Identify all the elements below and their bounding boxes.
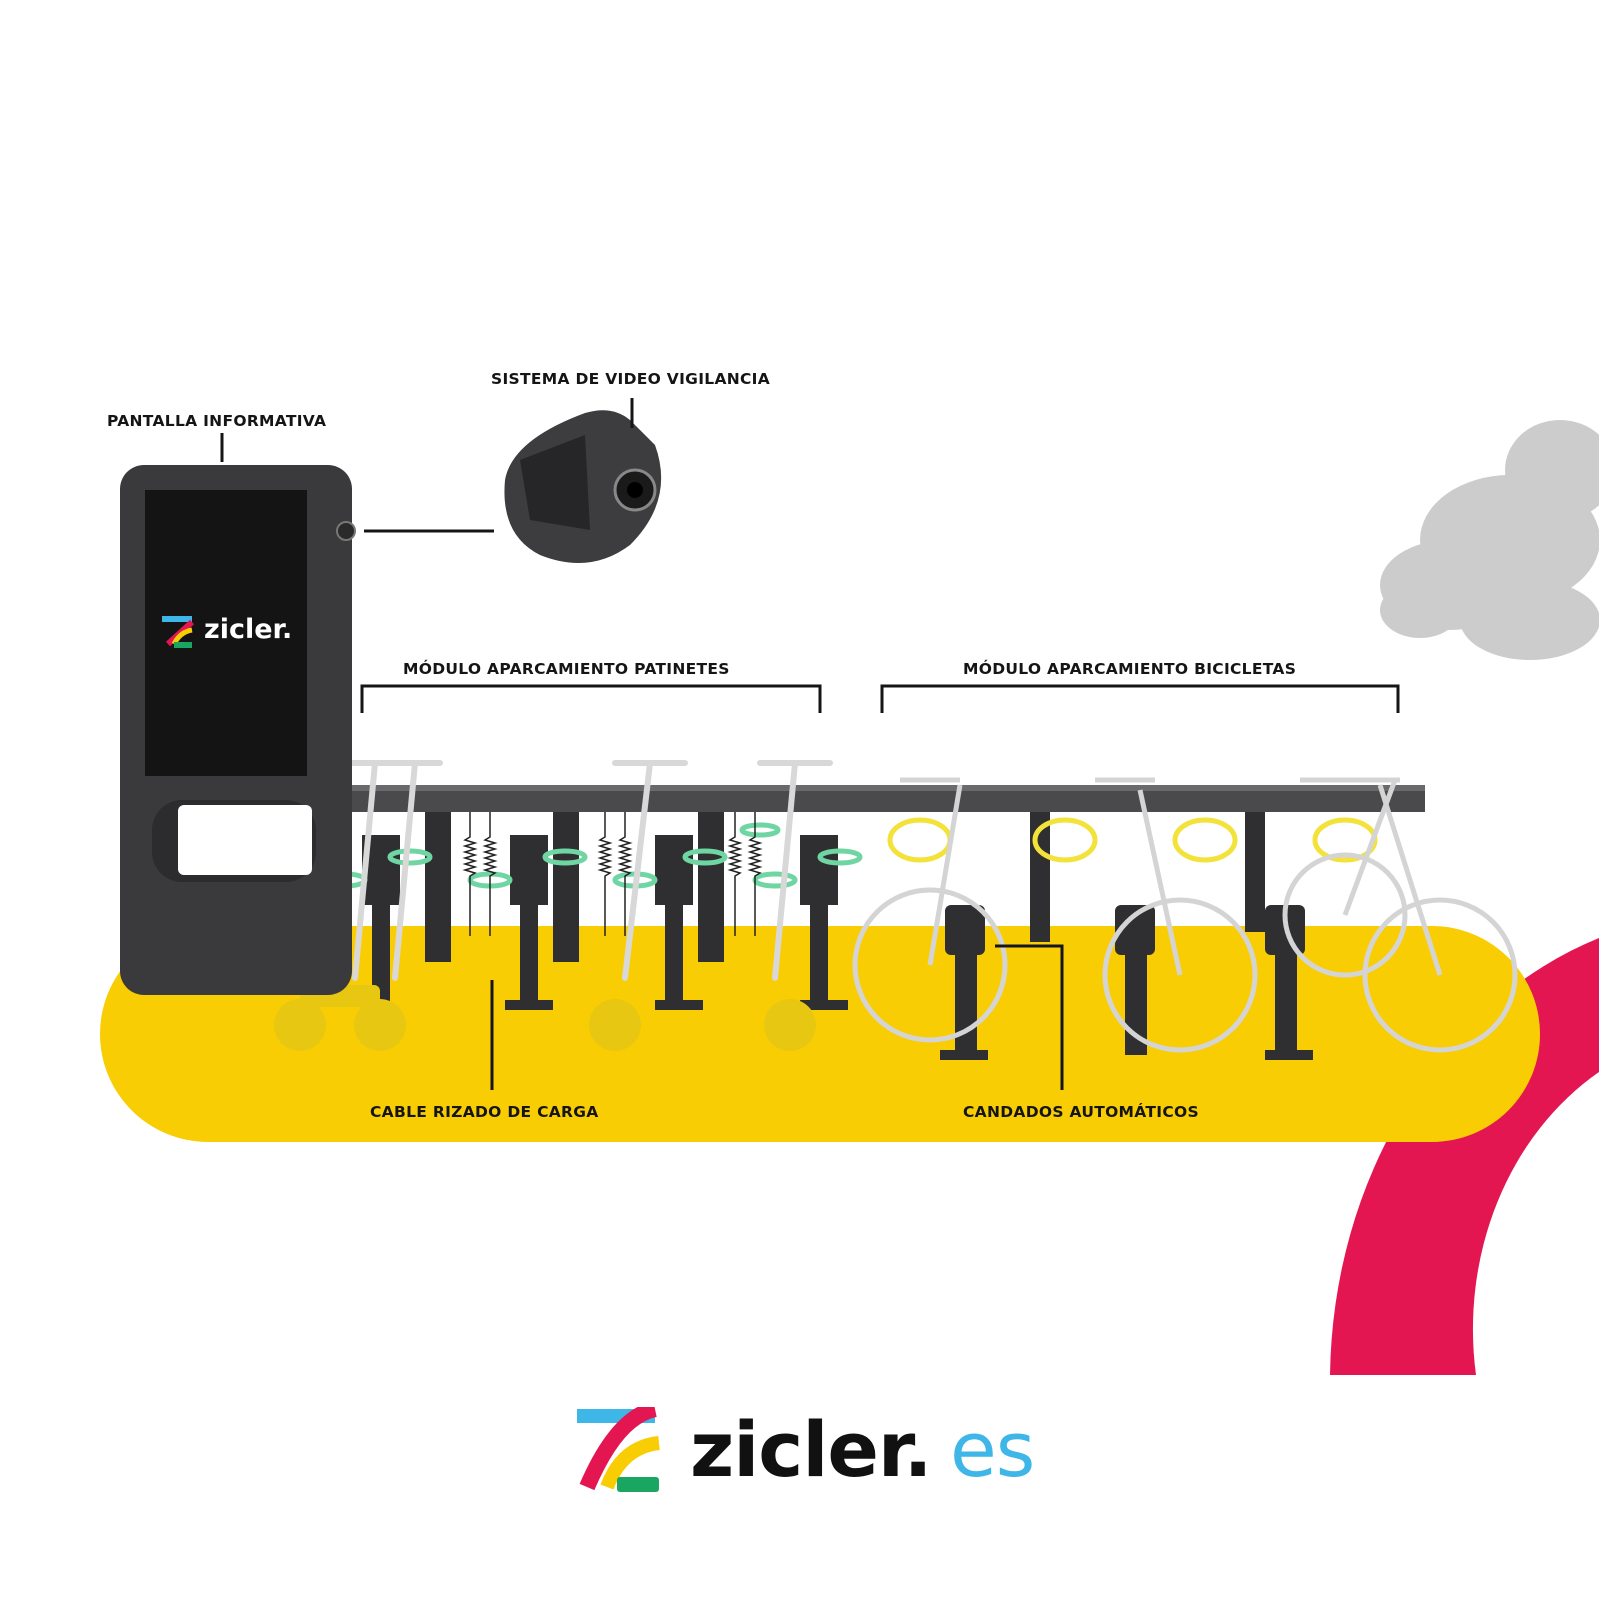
label-video-vigilancia: SISTEMA DE VIDEO VIGILANCIA: [491, 370, 771, 388]
label-candados: CANDADOS AUTOMÁTICOS: [963, 1103, 1199, 1121]
footer-brand-tld: es: [950, 1405, 1035, 1494]
scooter-docks: [362, 812, 848, 1010]
label-modulo-patinetes: MÓDULO APARCAMIENTO PATINETES: [403, 660, 730, 678]
cloud-decoration: [1380, 420, 1599, 660]
label-cable-rizado: CABLE RIZADO DE CARGA: [370, 1103, 599, 1121]
yellow-lock-rings: [887, 817, 1378, 863]
zicler-logo-icon: [577, 1407, 661, 1492]
footer-brand-main: zicler.: [690, 1405, 932, 1494]
label-modulo-bicicletas: MÓDULO APARCAMIENTO BICICLETAS: [963, 660, 1297, 678]
kiosk-screen: [145, 490, 307, 776]
coiled-cables: [462, 812, 763, 936]
yellow-floor: [100, 926, 1540, 1142]
bicycles: [852, 777, 1518, 1053]
label-pantalla-informativa: PANTALLA INFORMATIVA: [107, 412, 327, 430]
screen-brand-text: zicler.: [204, 614, 293, 645]
leader-lines: [220, 398, 1400, 1090]
screen-logo-icon: [162, 616, 195, 648]
kiosk-camera: [336, 521, 356, 541]
